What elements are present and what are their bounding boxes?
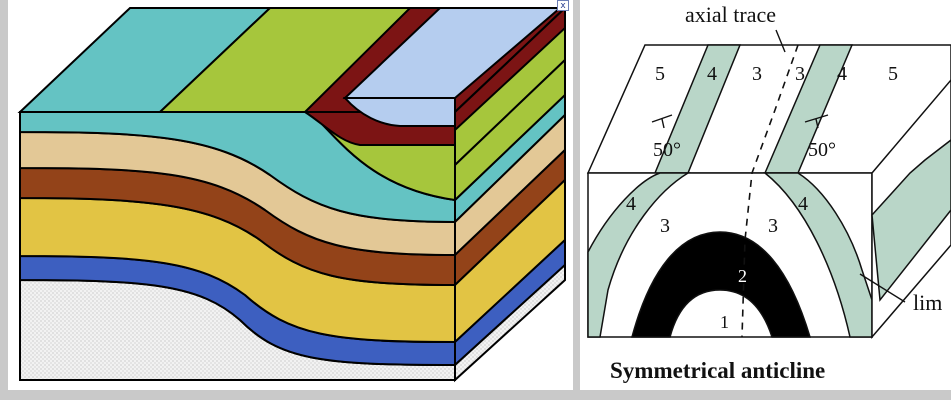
side-stipple: [454, 262, 566, 383]
side-maroon: [454, 5, 566, 133]
close-icon[interactable]: x: [557, 0, 569, 11]
dip-symbol-left: [651, 114, 673, 129]
front-label-3-right: 3: [768, 215, 778, 237]
top-label-5-right: 5: [888, 63, 898, 85]
core-label-2: 2: [738, 266, 747, 286]
lightblue-fold-front: [342, 97, 456, 127]
top-face: [17, 7, 568, 146]
anticline-side-face: [871, 78, 951, 340]
axial-trace-label: axial trace: [685, 2, 776, 27]
diagram-title: Symmetrical anticline: [610, 358, 825, 383]
monocline-block-diagram: x: [8, 0, 573, 390]
axial-trace-line: [741, 44, 799, 338]
side-face: [454, 5, 566, 383]
top-label-4-left: 4: [707, 63, 717, 85]
dip-symbol-right: [804, 114, 829, 129]
top-label-4-right: 4: [837, 63, 847, 85]
anticline-top-face: [586, 44, 951, 174]
side-green2: [454, 57, 566, 203]
anticline-diagram: axial trace 5 4 3 3 4 5 50° 50° 4 3 3 4 …: [580, 0, 951, 400]
limb-label: lim: [913, 290, 942, 315]
front-label-4-right: 4: [798, 193, 808, 215]
limb-pointer: [859, 273, 906, 303]
top-label-5-left: 5: [655, 63, 665, 85]
front-face: [19, 111, 456, 381]
top-label-3-right: 3: [795, 63, 805, 85]
front-label-4-left: 4: [626, 193, 636, 215]
dip-label-right: 50°: [808, 139, 836, 161]
anticline-front-face: [587, 172, 873, 338]
dip-label-left: 50°: [653, 139, 681, 161]
core-label-1: 1: [720, 312, 729, 332]
front-label-3-left: 3: [660, 215, 670, 237]
top-label-3-left: 3: [752, 63, 762, 85]
core-black: [631, 231, 812, 338]
axial-trace-pointer: [775, 29, 786, 53]
side-limb: [871, 139, 951, 302]
front-limb-right: [762, 172, 873, 338]
front-limb-left: [587, 172, 691, 338]
